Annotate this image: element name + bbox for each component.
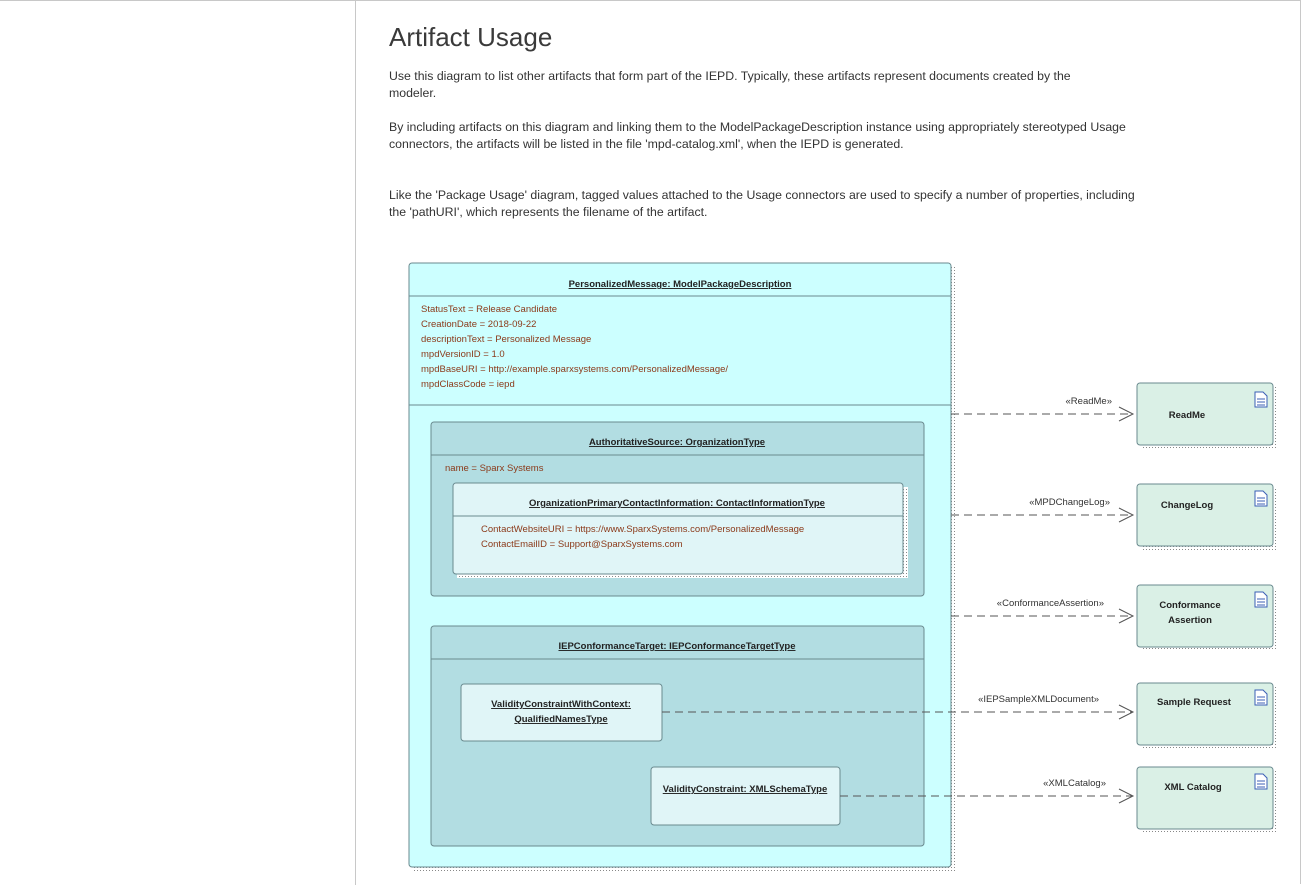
usage-paragraph: By including artifacts on this diagram a…: [389, 120, 1126, 151]
artifact-readme[interactable]: ReadMe: [1136, 382, 1277, 449]
xml-catalog-stereotype: «XMLCatalog»: [1043, 778, 1106, 789]
model-package-description-title: PersonalizedMessage: ModelPackageDescrip…: [569, 279, 792, 290]
artifact-label: ChangeLog: [1161, 500, 1213, 511]
artifact-sample-request[interactable]: Sample Request: [1136, 682, 1277, 749]
artifact-label: Conformance: [1159, 600, 1220, 611]
validity-context-title-line: ValidityConstraintWithContext:: [491, 699, 631, 710]
conformance-assertion-stereotype: «ConformanceAssertion»: [997, 598, 1104, 609]
artifact-conformance-assertion[interactable]: Conformance Assertion: [1136, 584, 1277, 651]
main-attribute: mpdVersionID = 1.0: [421, 349, 505, 360]
artifact-xml-catalog[interactable]: XML Catalog: [1136, 766, 1277, 833]
contact-attribute: ContactEmailID = Support@SparxSystems.co…: [481, 539, 683, 550]
conformance-target-title: IEPConformanceTarget: IEPConformanceTarg…: [558, 641, 795, 652]
intro-paragraph: Use this diagram to list other artifacts…: [389, 69, 1071, 100]
main-attribute: StatusText = Release Candidate: [421, 304, 557, 315]
main-attribute: mpdBaseURI = http://example.sparxsystems…: [421, 364, 728, 375]
tagged-values-paragraph: Like the 'Package Usage' diagram, tagged…: [389, 188, 1135, 219]
validity-constraint-with-context-node[interactable]: ValidityConstraintWithContext: Qualified…: [460, 683, 663, 742]
sample-request-stereotype: «IEPSampleXMLDocument»: [978, 694, 1099, 705]
sample-request-arrowhead: [1118, 704, 1135, 720]
main-attribute: CreationDate = 2018-09-22: [421, 319, 536, 330]
column-divider: [355, 0, 356, 885]
authoritative-attribute: name = Sparx Systems: [445, 463, 544, 474]
readme-arrowhead: [1118, 406, 1135, 422]
validity-constraint-title: ValidityConstraint: XMLSchemaType: [663, 784, 828, 795]
artifact-label: XML Catalog: [1164, 782, 1222, 793]
document-icon: [1254, 391, 1268, 408]
artifact-label: Sample Request: [1157, 697, 1232, 708]
validity-context-title-line: QualifiedNamesType: [514, 714, 607, 725]
artifact-label: ReadMe: [1169, 410, 1205, 421]
document-icon: [1254, 773, 1268, 790]
document-icon: [1254, 689, 1268, 706]
artifact-changelog[interactable]: ChangeLog: [1136, 483, 1277, 550]
changelog-arrowhead: [1118, 507, 1135, 523]
page-title: Artifact Usage: [389, 22, 553, 52]
readme-stereotype: «ReadMe»: [1066, 396, 1112, 407]
conformance-assertion-arrowhead: [1118, 608, 1135, 624]
authoritative-source-title: AuthoritativeSource: OrganizationType: [589, 437, 765, 448]
main-attribute: mpdClassCode = iepd: [421, 379, 515, 390]
artifact-label: Assertion: [1168, 615, 1212, 626]
document-icon: [1254, 490, 1268, 507]
document-icon: [1254, 591, 1268, 608]
usage-connectors: [662, 406, 1135, 804]
main-attribute: descriptionText = Personalized Message: [421, 334, 591, 345]
validity-constraint-node[interactable]: ValidityConstraint: XMLSchemaType: [650, 766, 841, 826]
changelog-stereotype: «MPDChangeLog»: [1029, 497, 1110, 508]
contact-information-title: OrganizationPrimaryContactInformation: C…: [529, 498, 825, 509]
xml-catalog-arrowhead: [1118, 788, 1135, 804]
contact-attribute: ContactWebsiteURI = https://www.SparxSys…: [481, 524, 804, 535]
contact-information-node[interactable]: OrganizationPrimaryContactInformation: C…: [452, 482, 908, 578]
